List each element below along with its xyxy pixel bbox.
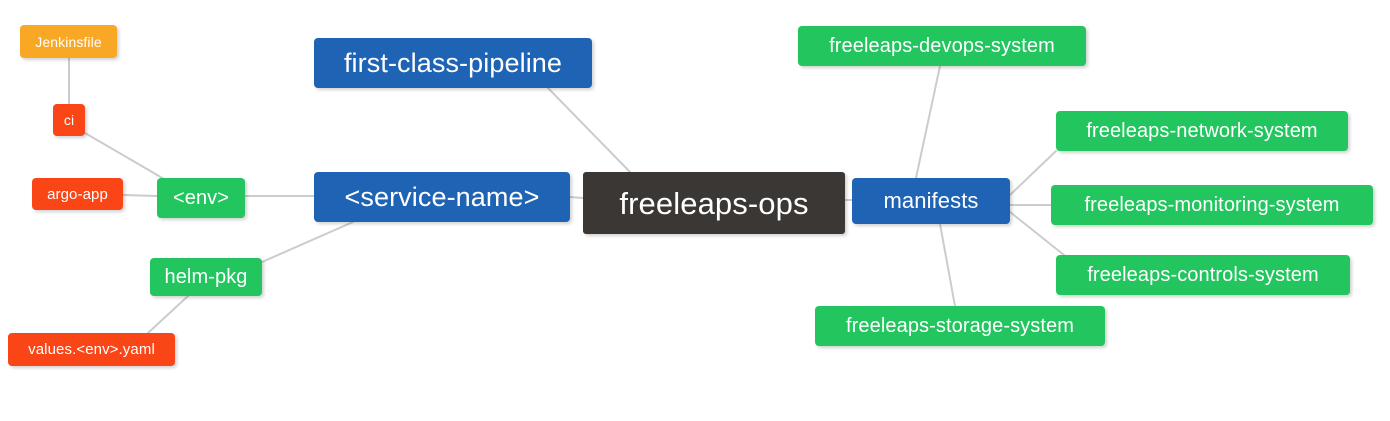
node-label-network-system: freeleaps-network-system <box>1086 120 1318 142</box>
edge-helm-pkg-to-service-name <box>261 221 354 263</box>
node-label-jenkinsfile: Jenkinsfile <box>35 33 102 50</box>
node-label-env: <env> <box>172 187 230 209</box>
node-label-first-class-pipeline: first-class-pipeline <box>343 47 563 78</box>
edge-values-yaml-to-helm-pkg <box>147 295 189 334</box>
node-controls-system[interactable]: freeleaps-controls-system <box>1056 255 1350 295</box>
edge-manifests-to-storage-system <box>939 223 956 307</box>
node-label-manifests: manifests <box>883 188 979 213</box>
edge-service-name-to-root <box>569 196 584 199</box>
node-label-monitoring-system: freeleaps-monitoring-system <box>1084 194 1340 216</box>
node-label-helm-pkg: helm-pkg <box>164 266 248 288</box>
node-env[interactable]: <env> <box>157 178 245 218</box>
node-label-storage-system: freeleaps-storage-system <box>845 315 1075 337</box>
edge-first-class-pipeline-to-root <box>547 87 631 173</box>
node-label-ci: ci <box>63 112 75 128</box>
node-label-devops-system: freeleaps-devops-system <box>829 35 1055 57</box>
node-label-service-name: <service-name> <box>344 181 540 212</box>
node-devops-system[interactable]: freeleaps-devops-system <box>798 26 1086 66</box>
edge-argo-app-to-env <box>122 194 158 197</box>
node-values-yaml[interactable]: values.<env>.yaml <box>8 333 175 366</box>
node-ci[interactable]: ci <box>53 104 85 136</box>
node-label-argo-app: argo-app <box>47 185 108 203</box>
edge-manifests-to-devops-system <box>915 65 941 179</box>
node-jenkinsfile[interactable]: Jenkinsfile <box>20 25 117 58</box>
node-service-name[interactable]: <service-name> <box>314 172 570 222</box>
node-root[interactable]: freeleaps-ops <box>583 172 845 234</box>
node-first-class-pipeline[interactable]: first-class-pipeline <box>314 38 592 88</box>
node-helm-pkg[interactable]: helm-pkg <box>150 258 262 296</box>
node-storage-system[interactable]: freeleaps-storage-system <box>815 306 1105 346</box>
node-argo-app[interactable]: argo-app <box>32 178 123 210</box>
node-label-root: freeleaps-ops <box>619 185 809 221</box>
edge-manifests-to-network-system <box>1009 150 1057 196</box>
node-label-controls-system: freeleaps-controls-system <box>1087 264 1319 286</box>
node-label-values-yaml: values.<env>.yaml <box>28 341 155 358</box>
node-manifests[interactable]: manifests <box>852 178 1010 224</box>
node-network-system[interactable]: freeleaps-network-system <box>1056 111 1348 151</box>
node-monitoring-system[interactable]: freeleaps-monitoring-system <box>1051 185 1373 225</box>
